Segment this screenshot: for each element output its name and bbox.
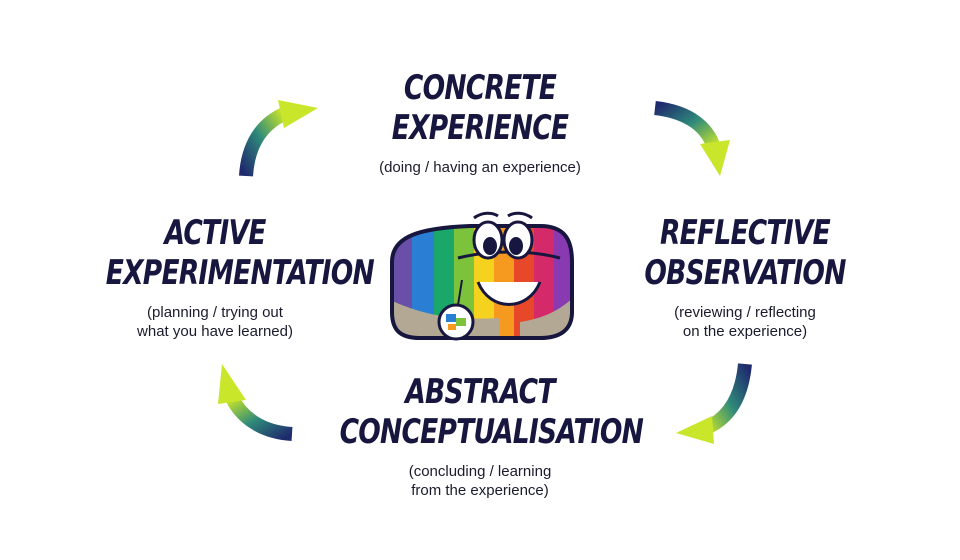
- stage-concrete-experience: CONCRETE EXPERIENCE (doing / having an e…: [330, 68, 630, 177]
- curved-arrow-icon: [653, 101, 730, 176]
- stage-subtitle: (reviewing / reflecting on the experienc…: [674, 304, 816, 340]
- stage-subtitle: (doing / having an experience): [379, 159, 581, 176]
- stage-abstract-conceptualisation: ABSTRACT CONCEPTUALISATION (concluding /…: [300, 372, 660, 500]
- stage-subtitle: (concluding / learning from the experien…: [408, 463, 552, 499]
- stage-title: REFLECTIVE: [660, 213, 831, 253]
- stage-title: EXPERIENCE: [391, 108, 569, 148]
- stage-title: CONCRETE: [403, 68, 557, 108]
- stage-title: EXPERIMENTATION: [105, 253, 375, 293]
- stage-active-experimentation: ACTIVE EXPERIMENTATION (planning / tryin…: [75, 213, 375, 341]
- stage-title: CONCEPTUALISATION: [339, 412, 644, 452]
- rainbow-bag-mascot-icon: [390, 211, 574, 341]
- stage-subtitle: (planning / trying out what you have lea…: [137, 304, 293, 340]
- curved-arrow-icon: [218, 364, 293, 441]
- stage-title: ABSTRACT: [405, 372, 555, 412]
- curved-arrow-icon: [676, 363, 752, 444]
- stage-reflective-observation: REFLECTIVE OBSERVATION (reviewing / refl…: [605, 213, 885, 341]
- stage-title: ACTIVE: [164, 213, 266, 253]
- stage-title: OBSERVATION: [644, 253, 846, 293]
- curved-arrow-icon: [239, 100, 318, 177]
